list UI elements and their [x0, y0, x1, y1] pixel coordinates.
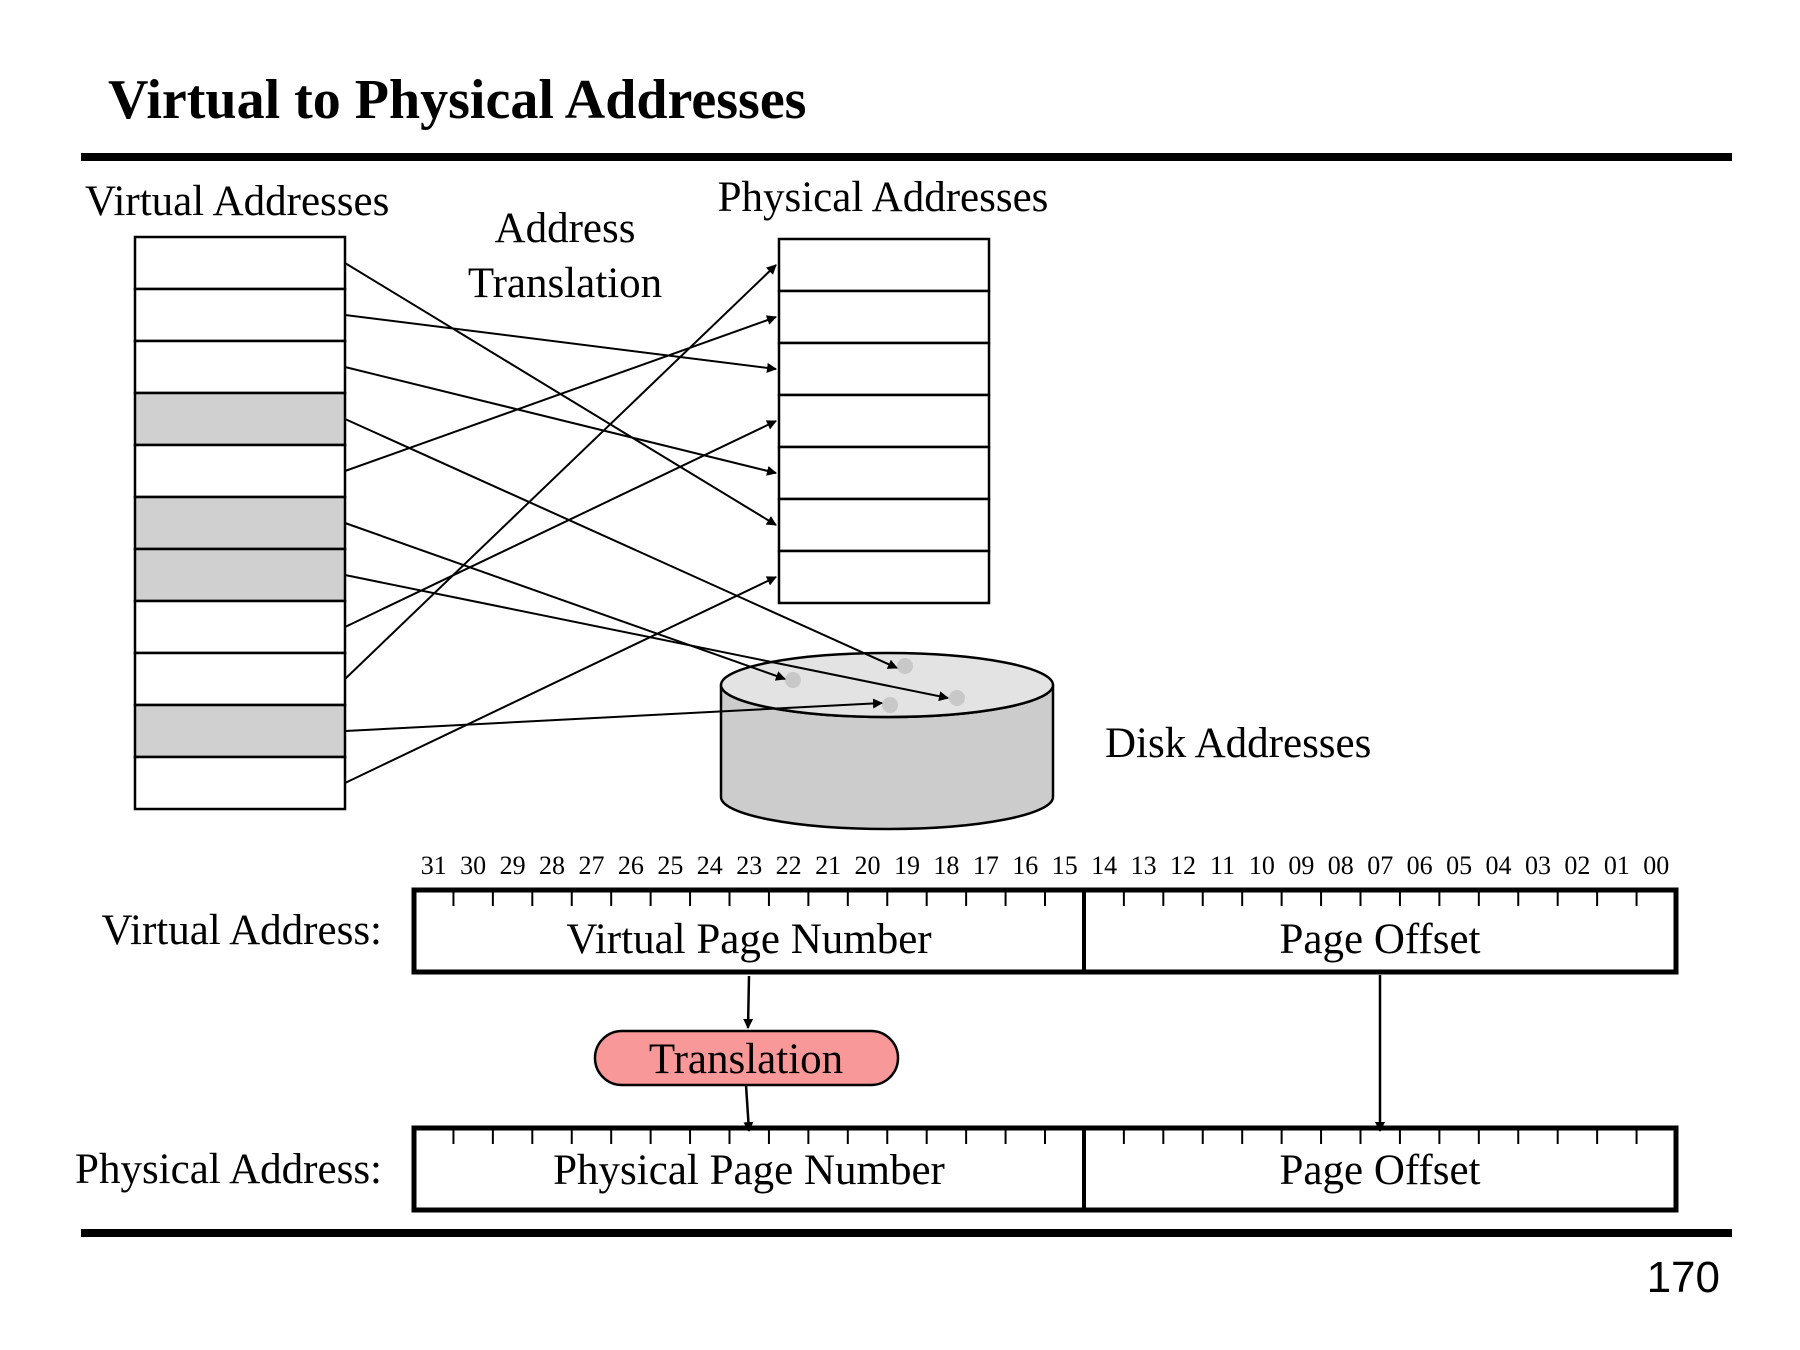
physical-addresses-label: Physical Addresses — [718, 174, 1049, 221]
physical-address-label: Physical Address: — [75, 1146, 382, 1193]
page-number: 170 — [1647, 1253, 1720, 1302]
physical-page-table — [777, 237, 991, 605]
bit-number-label: 18 — [933, 851, 959, 880]
physical-page — [777, 341, 991, 397]
vpn-to-translation-arrow — [743, 975, 754, 1029]
bit-number-label: 02 — [1564, 851, 1590, 880]
virtual-page — [133, 339, 347, 395]
virtual-page-offset-field: Page Offset — [1279, 916, 1480, 963]
bit-number-label: 07 — [1367, 851, 1393, 880]
virtual-page — [133, 287, 347, 343]
virtual-page — [133, 443, 347, 499]
virtual-page — [133, 235, 347, 291]
disk-location-dot — [949, 690, 965, 706]
bit-number-label: 14 — [1091, 851, 1117, 880]
mapping-arrow — [344, 418, 898, 669]
top-rule — [81, 153, 1732, 161]
bit-number-label: 29 — [500, 851, 526, 880]
bit-number-label: 01 — [1604, 851, 1630, 880]
bit-number-label: 04 — [1486, 851, 1512, 880]
bit-number-label: 15 — [1052, 851, 1078, 880]
virtual-page — [133, 651, 347, 707]
bit-number-row: 31 30 29 28 27 26 25 24 23 22 21 20 19 18 17 16 15 14 13 12… — [421, 851, 1670, 880]
bit-number-label: 22 — [776, 851, 802, 880]
bit-number-label: 12 — [1170, 851, 1196, 880]
bit-number-label: 28 — [539, 851, 565, 880]
bit-number-label: 00 — [1643, 851, 1669, 880]
bit-number-label: 21 — [815, 851, 841, 880]
mapping-arrow — [344, 420, 777, 628]
physical-page — [777, 289, 991, 345]
virtual-address-register: Virtual Page Number Page Offset — [411, 887, 1679, 975]
bit-number-label: 17 — [973, 851, 999, 880]
address-translation-label-line1: Address — [495, 205, 636, 252]
mapping-arrow — [344, 698, 883, 732]
physical-page — [777, 549, 991, 605]
virtual-address-label: Virtual Address: — [102, 907, 382, 954]
translation-label: Translation — [649, 1036, 843, 1083]
bit-number-label: 26 — [618, 851, 644, 880]
mapping-arrow — [344, 314, 777, 373]
physical-page — [777, 237, 991, 293]
virtual-page — [133, 755, 347, 811]
bit-number-label: 09 — [1288, 851, 1314, 880]
bit-number-label: 11 — [1210, 851, 1235, 880]
virtual-page — [133, 599, 347, 655]
mapping-arrow — [344, 574, 949, 702]
bottom-rule — [81, 1229, 1732, 1237]
mapping-arrow — [344, 315, 777, 472]
disk-addresses-label: Disk Addresses — [1105, 720, 1371, 767]
physical-page-offset-field: Page Offset — [1279, 1147, 1480, 1194]
virtual-page-on-disk — [133, 391, 347, 447]
virtual-page-on-disk — [133, 703, 347, 759]
bit-number-label: 27 — [578, 851, 604, 880]
bit-number-label: 16 — [1012, 851, 1038, 880]
slide-title: Virtual to Physical Addresses — [108, 69, 806, 131]
mapping-arrow — [344, 522, 786, 681]
bit-number-label: 10 — [1249, 851, 1275, 880]
address-translation-label-line2: Translation — [468, 260, 662, 307]
bit-number-label: 13 — [1131, 851, 1157, 880]
physical-page — [777, 497, 991, 553]
bit-number-label: 05 — [1446, 851, 1472, 880]
bit-number-label: 19 — [894, 851, 920, 880]
bit-number-label: 03 — [1525, 851, 1551, 880]
mapping-arrow — [344, 264, 777, 680]
bit-number-label: 08 — [1328, 851, 1354, 880]
bit-number-label: 25 — [657, 851, 683, 880]
virtual-page-table — [133, 235, 347, 811]
disk-location-dot — [785, 672, 801, 688]
mapping-arrow — [344, 576, 777, 784]
bit-number-label: 30 — [460, 851, 486, 880]
physical-page — [777, 393, 991, 449]
virtual-page-on-disk — [133, 495, 347, 551]
physical-page-number-field: Physical Page Number — [553, 1147, 945, 1194]
physical-address-register: Physical Page Number Page Offset — [411, 1125, 1679, 1213]
virtual-addresses-label: Virtual Addresses — [85, 178, 389, 225]
bit-number-label: 31 — [421, 851, 447, 880]
mapping-arrow — [344, 366, 777, 476]
bit-number-label: 06 — [1407, 851, 1433, 880]
virtual-page-on-disk — [133, 547, 347, 603]
physical-page — [777, 445, 991, 501]
translation-to-ppn-arrow — [743, 1084, 754, 1132]
bit-number-label: 23 — [736, 851, 762, 880]
bit-number-label: 24 — [697, 851, 723, 880]
disk-location-dot — [882, 697, 898, 713]
disk-location-dot — [897, 658, 913, 674]
disk-icon — [719, 651, 1055, 831]
mapping-arrows — [344, 262, 949, 784]
bit-number-label: 20 — [855, 851, 881, 880]
virtual-page-number-field: Virtual Page Number — [566, 916, 931, 963]
